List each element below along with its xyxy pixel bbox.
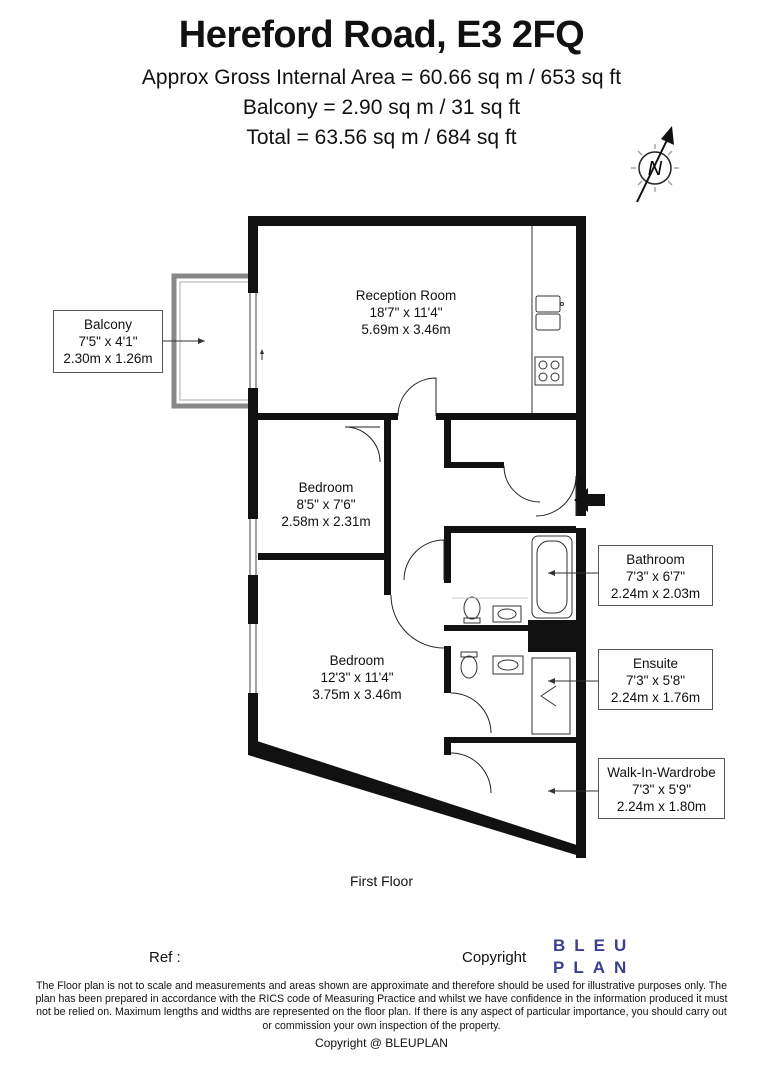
doors (344, 377, 577, 794)
disclaimer-text: The Floor plan is not to scale and measu… (35, 980, 728, 1032)
ensuite-metric: 2.24m x 1.76m (610, 690, 701, 705)
bleuplan-logo: BLEU PLAN (553, 935, 635, 979)
brand-line-2: PLAN (553, 958, 636, 977)
windows (249, 293, 257, 693)
reception-metric: 5.69m x 3.46m (361, 322, 450, 337)
exterior-walls (248, 216, 586, 858)
room-label-bedroom-1: Bedroom 8'5" x 7'6" 2.58m x 2.31m (281, 480, 370, 529)
compass-icon: N (631, 126, 679, 203)
bathroom-name: Bathroom (626, 552, 685, 567)
bathroom-metric: 2.24m x 2.03m (610, 586, 701, 601)
page-title: Hereford Road, E3 2FQ (178, 14, 585, 56)
ref-label: Ref : (149, 949, 181, 966)
bedroom1-name: Bedroom (299, 480, 354, 495)
copyright-label: Copyright (462, 949, 527, 966)
callout-leaders (548, 572, 598, 792)
wardrobe-callout: Walk-In-Wardrobe 7'3" x 5'9" 2.24m x 1.8… (598, 758, 725, 819)
interior-walls (258, 413, 576, 755)
balcony-metric: 2.30m x 1.26m (63, 351, 153, 366)
wardrobe-name: Walk-In-Wardrobe (607, 765, 716, 780)
floor-label: First Floor (350, 873, 413, 889)
kitchen-counter (531, 226, 564, 413)
bathroom-imperial: 7'3" x 6'7" (625, 569, 686, 584)
wardrobe-imperial: 7'3" x 5'9" (631, 782, 692, 797)
ensuite-name: Ensuite (632, 656, 679, 671)
total-area-text: Total = 63.56 sq m / 684 sq ft (246, 126, 517, 149)
ensuite-fixtures (460, 651, 571, 735)
bedroom2-name: Bedroom (330, 653, 385, 668)
reception-imperial: 18'7" x 11'4" (369, 305, 442, 320)
ensuite-callout: Ensuite 7'3" x 5'8" 2.24m x 1.76m (598, 649, 713, 710)
bathroom-fixtures (452, 535, 573, 624)
balcony-name: Balcony (83, 317, 133, 332)
balcony-callout-leader (163, 338, 205, 344)
bedroom2-imperial: 12'3" x 11'4" (320, 670, 393, 685)
copyright-footer: Copyright @ BLEUPLAN (315, 1036, 448, 1050)
bedroom1-imperial: 8'5" x 7'6" (296, 497, 355, 512)
entrance-arrow-icon (574, 488, 605, 512)
balcony-callout: Balcony 7'5" x 4'1" 2.30m x 1.26m (53, 310, 163, 373)
balcony-imperial: 7'5" x 4'1" (78, 334, 138, 349)
bedroom2-metric: 3.75m x 3.46m (312, 687, 401, 702)
ensuite-imperial: 7'3" x 5'8" (625, 673, 686, 688)
gross-area-text: Approx Gross Internal Area = 60.66 sq m … (141, 66, 622, 89)
bedroom1-metric: 2.58m x 2.31m (281, 514, 370, 529)
wardrobe-metric: 2.24m x 1.80m (616, 799, 707, 814)
brand-line-1: BLEU (553, 936, 636, 955)
balcony-door-arrow (260, 349, 264, 360)
reception-name: Reception Room (356, 288, 457, 303)
room-label-bedroom-2: Bedroom 12'3" x 11'4" 3.75m x 3.46m (312, 653, 401, 702)
compass-label: N (648, 158, 663, 180)
room-label-reception: Reception Room 18'7" x 11'4" 5.69m x 3.4… (356, 288, 457, 337)
callout-arrowheads (548, 570, 555, 794)
balcony-area-text: Balcony = 2.90 sq m / 31 sq ft (242, 96, 521, 119)
bathroom-callout: Bathroom 7'3" x 6'7" 2.24m x 2.03m (598, 545, 713, 606)
